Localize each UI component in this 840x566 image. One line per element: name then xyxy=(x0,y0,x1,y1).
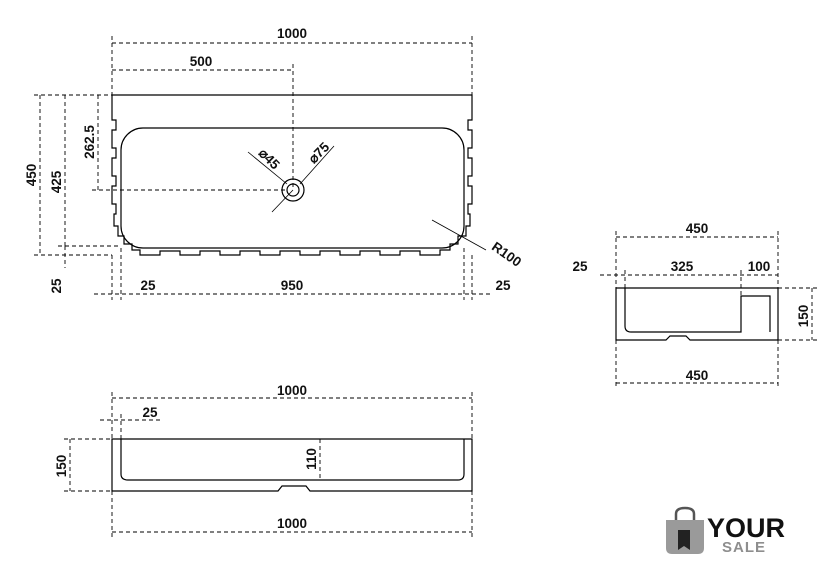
label-side-bowl-depth: 325 xyxy=(671,259,694,274)
label-side-depth-top: 450 xyxy=(686,221,709,236)
side-view: 450 25 325 100 150 450 xyxy=(572,221,818,389)
label-rim-front: 25 xyxy=(49,278,64,294)
side-view-outline xyxy=(615,287,779,341)
label-inner-width: 950 xyxy=(281,278,304,293)
label-inner-depth: 425 xyxy=(49,170,64,193)
label-side-rim-back: 25 xyxy=(572,259,588,274)
label-front-rim-left: 25 xyxy=(142,405,158,420)
yoursale-logo: YOUR SALE xyxy=(666,506,785,556)
label-rim-right: 25 xyxy=(495,278,511,293)
label-front-width-top: 1000 xyxy=(277,383,307,398)
front-view-outline xyxy=(111,438,473,492)
label-side-ledge-depth: 100 xyxy=(748,259,771,274)
front-view-bowl xyxy=(120,439,465,481)
label-front-inner-height: 110 xyxy=(304,448,319,470)
label-front-height: 150 xyxy=(54,455,69,478)
front-view: 1000 25 150 110 1000 xyxy=(54,383,473,538)
label-drain-inner-dia: ⌀45 xyxy=(256,145,283,172)
label-drain-outer-dia: ⌀75 xyxy=(305,139,332,166)
label-front-width-bottom: 1000 xyxy=(277,516,307,531)
label-corner-radius: R100 xyxy=(489,239,524,270)
label-side-depth-bottom: 450 xyxy=(686,368,709,383)
label-drain-center-depth: 262.5 xyxy=(82,125,97,159)
shopping-bag-icon xyxy=(666,506,704,554)
drain-leader-left xyxy=(247,151,288,185)
top-view-bowl xyxy=(120,127,465,249)
label-overall-width: 1000 xyxy=(277,26,307,41)
drain-leader-bottom xyxy=(271,189,294,213)
label-side-height: 150 xyxy=(796,305,811,328)
logo-word-sale: SALE xyxy=(722,539,766,556)
radius-leader xyxy=(431,219,487,251)
label-overall-depth: 450 xyxy=(24,164,39,187)
top-view-outline xyxy=(111,94,473,256)
top-view: 1000 500 450 425 262.5 25 25 950 25 ⌀45 … xyxy=(24,26,524,300)
label-rim-left: 25 xyxy=(140,278,156,293)
logo-word-your: YOUR xyxy=(707,513,785,543)
side-view-bowl xyxy=(624,288,771,333)
label-drain-offset: 500 xyxy=(190,54,213,69)
drain-leader-right xyxy=(299,145,335,185)
